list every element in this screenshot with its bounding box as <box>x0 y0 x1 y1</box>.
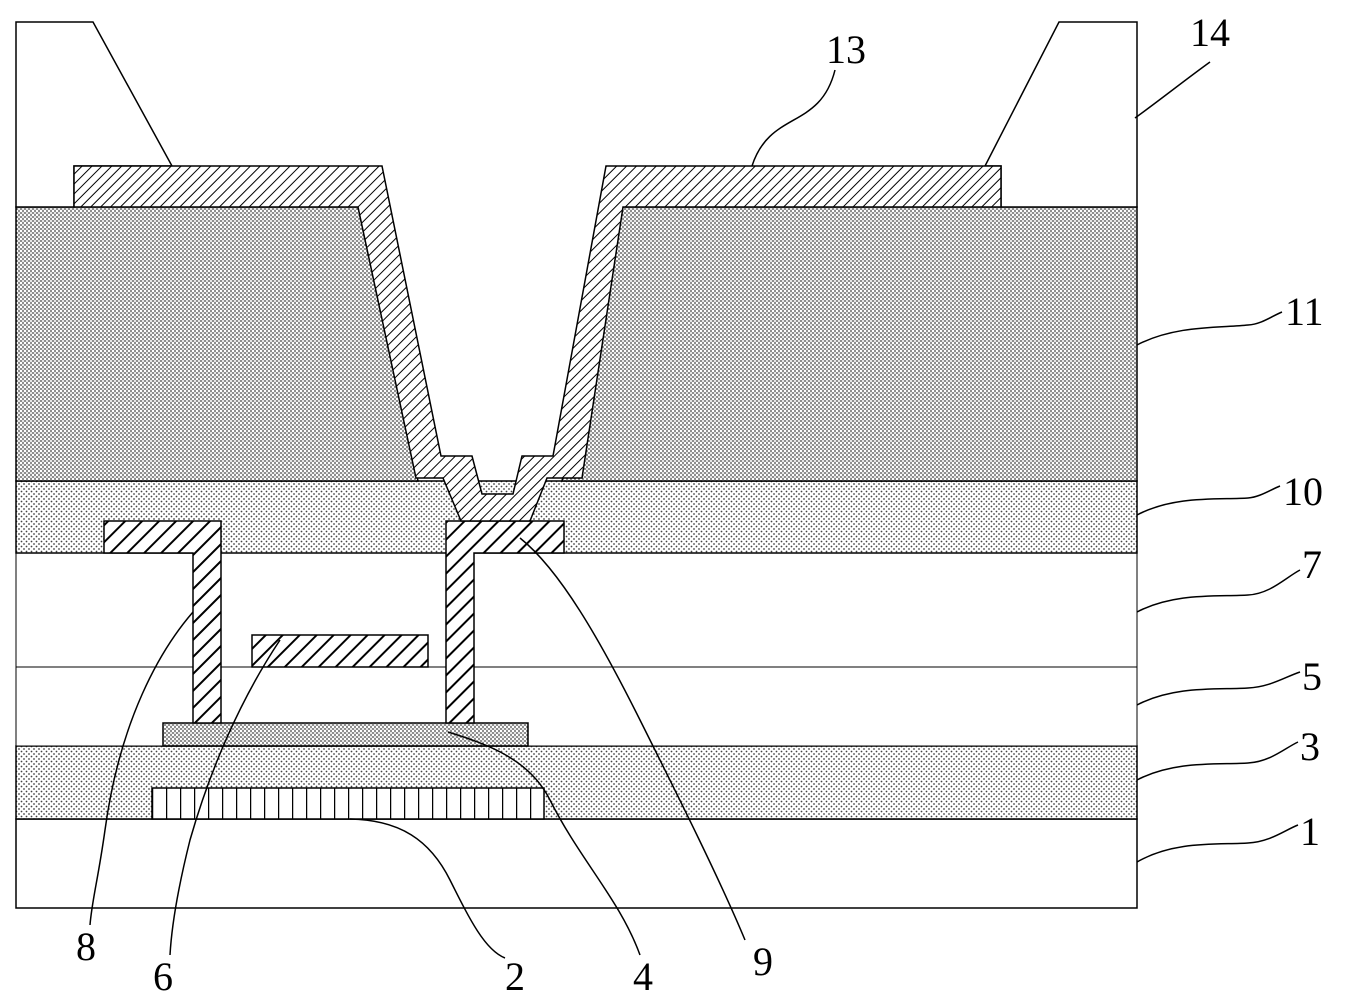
leader-3 <box>1136 741 1299 781</box>
element-8 <box>103 520 222 724</box>
layer-1-substrate <box>15 818 1138 909</box>
element-2 <box>151 787 545 820</box>
leader-13 <box>751 69 836 167</box>
layer-11-right <box>561 206 1138 482</box>
layer-7 <box>15 552 1138 668</box>
leader-7 <box>1136 569 1301 613</box>
label-9: 9 <box>753 939 773 984</box>
leader-10 <box>1136 485 1281 516</box>
leader-14 <box>1134 61 1211 119</box>
leader-1 <box>1136 824 1299 863</box>
leader-8 <box>89 611 194 926</box>
label-14: 14 <box>1190 10 1230 55</box>
label-5: 5 <box>1302 654 1322 699</box>
label-2: 2 <box>505 954 525 999</box>
label-6: 6 <box>153 954 173 999</box>
leader-5 <box>1136 671 1301 706</box>
label-7: 7 <box>1302 542 1322 587</box>
leader-9 <box>519 537 746 941</box>
leader-2 <box>349 818 506 959</box>
leader-4 <box>447 731 641 956</box>
element-4 <box>162 722 529 747</box>
label-8: 8 <box>76 924 96 969</box>
leader-6 <box>169 639 281 956</box>
layer-11 <box>15 206 419 482</box>
element-13 <box>73 165 1002 522</box>
element-6 <box>251 634 429 668</box>
layer-14-right <box>983 21 1138 208</box>
label-4: 4 <box>633 954 653 999</box>
label-10: 10 <box>1283 469 1323 514</box>
label-3: 3 <box>1300 724 1320 769</box>
label-1: 1 <box>1300 809 1320 854</box>
leader-11 <box>1136 311 1283 346</box>
label-11: 11 <box>1285 289 1324 334</box>
label-13: 13 <box>826 27 866 72</box>
element-9 <box>445 520 565 724</box>
